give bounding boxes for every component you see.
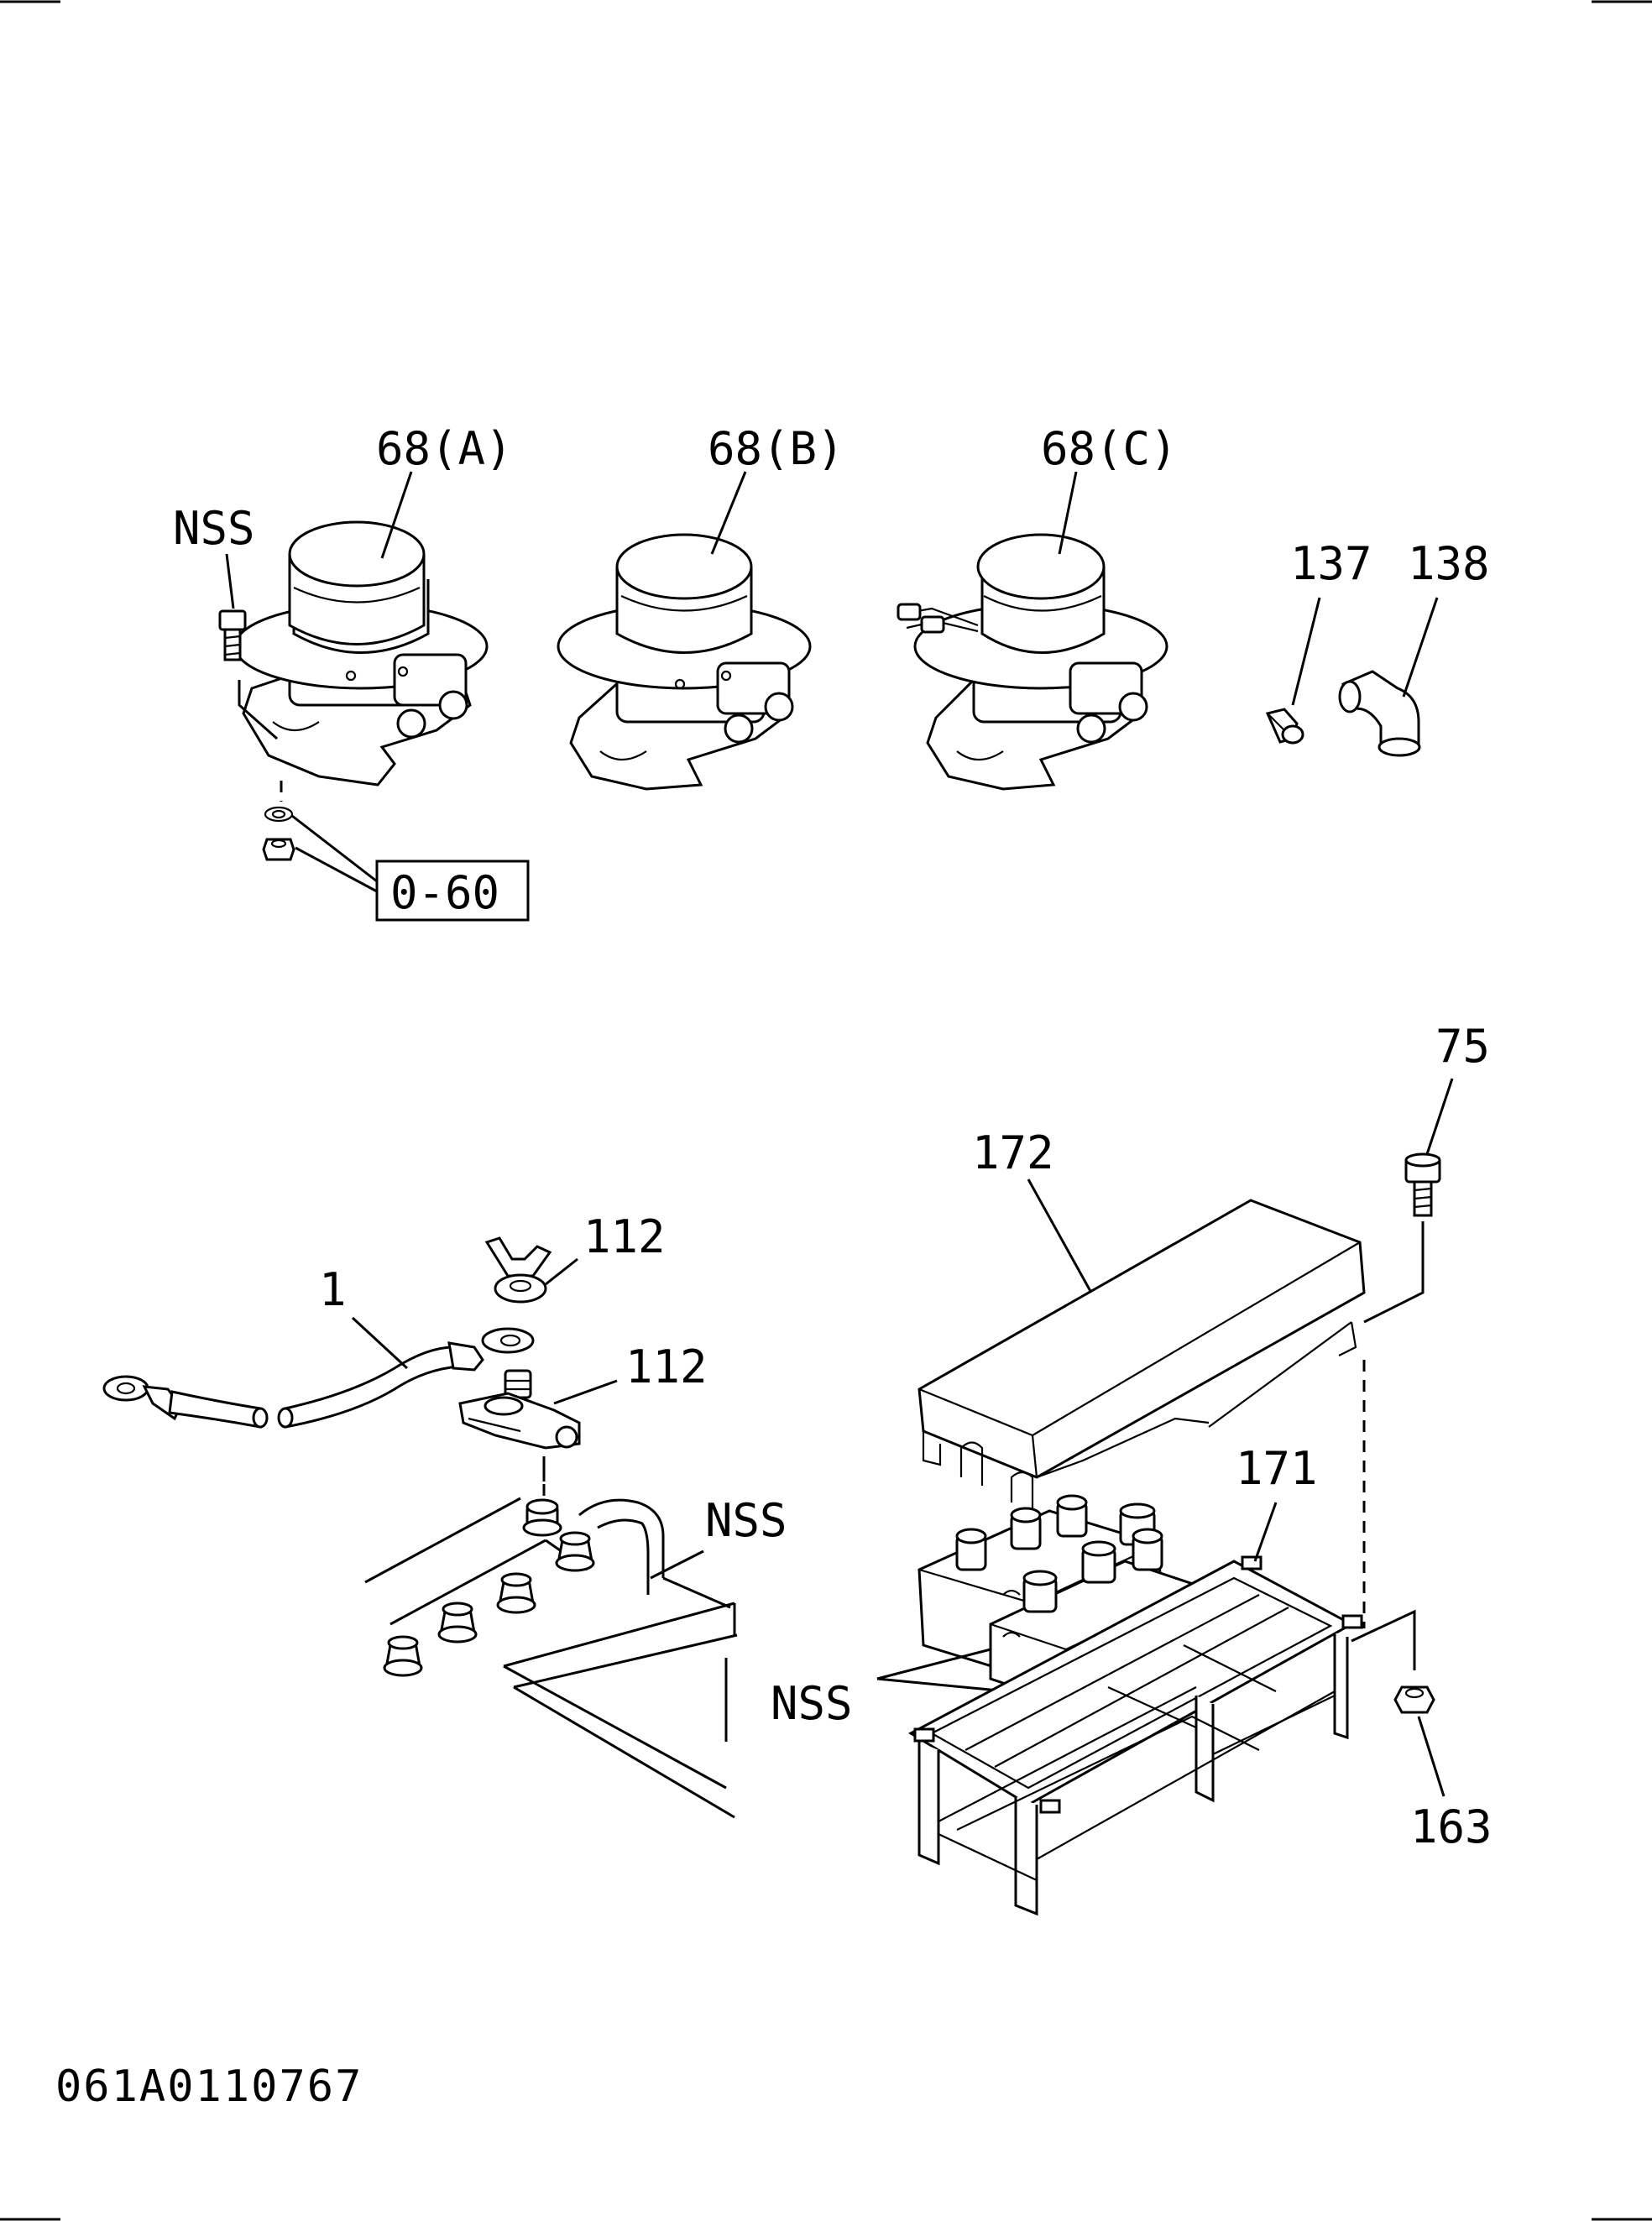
leader-75 [1425, 1078, 1454, 1155]
terminal-clamp-112[interactable] [458, 1369, 581, 1450]
label-ref-box: 0-60 [390, 866, 499, 919]
relay-68b[interactable] [557, 533, 812, 791]
leader-163 [1417, 1716, 1446, 1797]
battery-cover-172[interactable] [917, 1199, 1366, 1511]
label-1: 1 [319, 1263, 347, 1316]
leader-68c [1058, 471, 1078, 555]
bolt-nss[interactable] [218, 609, 247, 661]
label-171: 171 [1236, 1442, 1318, 1495]
assembly-line-75 [1363, 1221, 1425, 1324]
wing-nut-112[interactable] [484, 1236, 552, 1304]
leader-nss-batteries-1 [876, 1648, 991, 1680]
label-68c: 68(C) [1041, 422, 1178, 475]
relay-68a[interactable] [233, 520, 489, 786]
label-nss-battery-term: NSS [705, 1494, 787, 1547]
leader-137 [1291, 597, 1321, 706]
leader-1 [351, 1316, 409, 1370]
leader-112-top [545, 1257, 578, 1286]
label-68a: 68(A) [376, 422, 513, 475]
label-172: 172 [972, 1126, 1054, 1179]
leader-nss-bolt [225, 553, 235, 609]
label-68b: 68(B) [708, 422, 844, 475]
label-112-top: 112 [583, 1210, 666, 1263]
nut[interactable] [262, 838, 295, 861]
label-nss-batteries: NSS [771, 1677, 853, 1730]
battery-stand-171[interactable] [907, 1555, 1363, 1916]
bolt-75[interactable] [1404, 1152, 1441, 1217]
label-112-mid: 112 [625, 1340, 708, 1393]
label-137: 137 [1290, 537, 1372, 590]
leader-68a [380, 471, 413, 559]
leader-nss-battery-term [650, 1549, 704, 1580]
relay-68c[interactable] [897, 533, 1168, 791]
battery-posts[interactable] [383, 1498, 595, 1677]
washer[interactable] [264, 806, 294, 823]
terminal-137[interactable] [1265, 708, 1304, 745]
drawing-code: 061A0110767 [55, 2062, 363, 2112]
leader-172 [1027, 1178, 1093, 1293]
battery-cable-1[interactable] [102, 1327, 535, 1429]
leader-171 [1253, 1502, 1278, 1562]
label-138: 138 [1408, 537, 1490, 590]
nut-163[interactable] [1393, 1685, 1435, 1714]
label-nss-bolt: NSS [173, 502, 255, 555]
leader-138 [1402, 597, 1439, 698]
assembly-line-163 [1351, 1609, 1416, 1670]
battery-top[interactable] [364, 1497, 738, 1819]
assembly-line-a [238, 680, 278, 740]
label-75: 75 [1435, 1020, 1490, 1073]
leader-68b [710, 471, 747, 555]
leader-112-mid [553, 1379, 618, 1405]
leader-nss-batteries-2 [876, 1677, 1008, 1693]
label-163: 163 [1410, 1800, 1493, 1853]
